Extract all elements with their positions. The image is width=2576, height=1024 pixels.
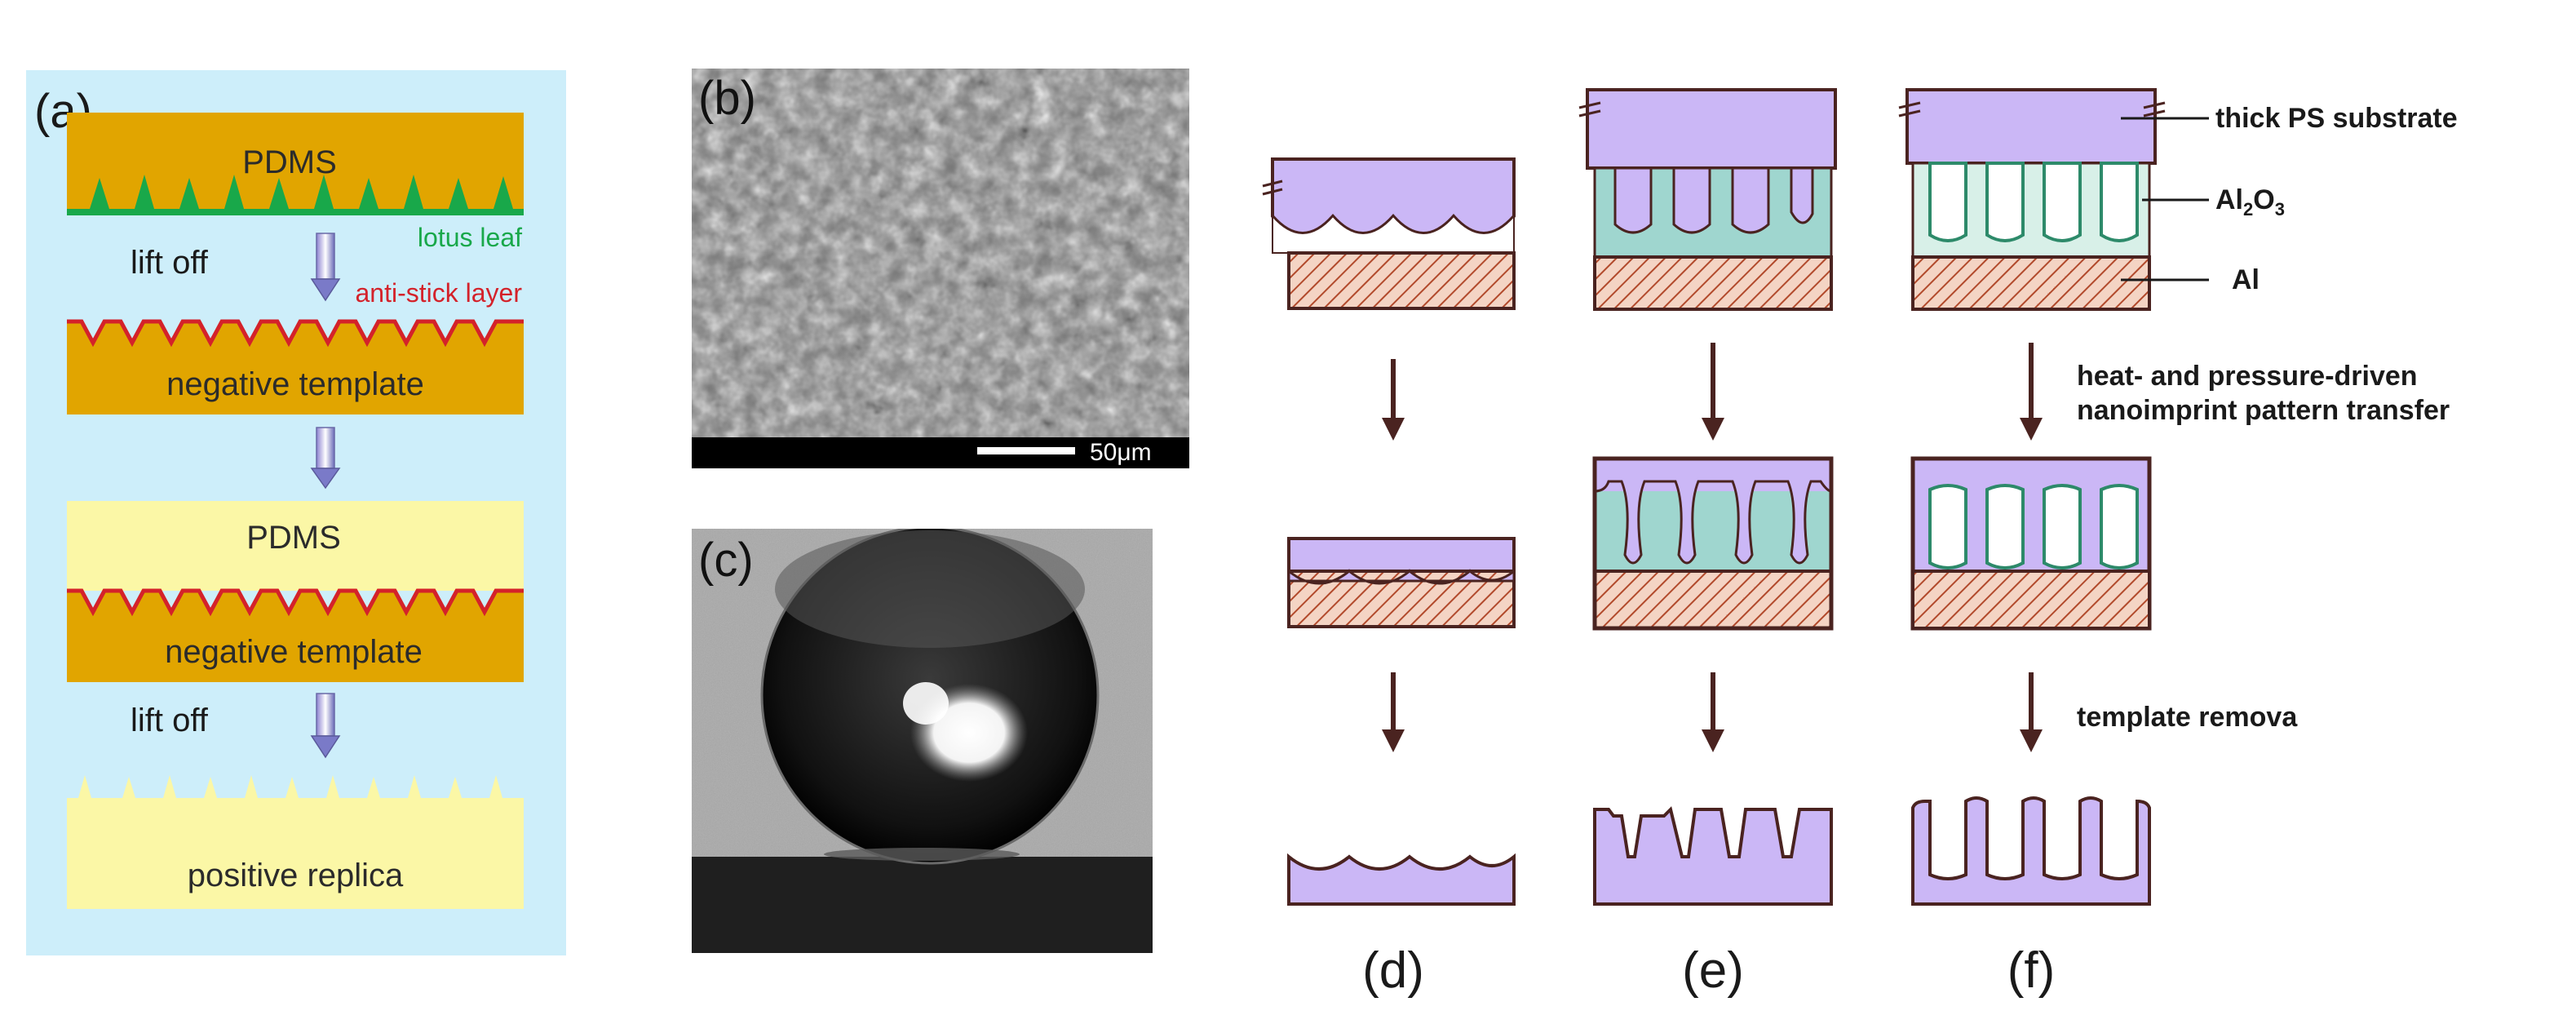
column-f-step-2 <box>1910 456 2152 631</box>
negative-template-label-2: negative template <box>165 634 423 670</box>
column-e-label: (e) <box>1682 942 1744 999</box>
break-mark-f-right <box>2143 101 2166 117</box>
pore-f-2 <box>1985 162 2025 242</box>
pore-f-4 <box>2100 162 2139 242</box>
ps-substrate-e <box>1586 88 1837 170</box>
frame-e-2 <box>1592 456 1834 631</box>
pore-f-1 <box>1928 162 1967 242</box>
pdms-top-label: PDMS <box>242 144 337 180</box>
pore-e-2 <box>1672 166 1711 234</box>
column-e-step-1 <box>1578 88 1837 311</box>
panel-b-label: (b) <box>698 72 756 125</box>
al-block-e-2 <box>1593 570 1833 630</box>
heat-label-line-1: heat- and pressure-driven <box>2077 361 2418 392</box>
column-e-step-2 <box>1592 456 1834 631</box>
panel-a: (a) PDMS lotus leaf lift off anti-stick … <box>26 70 566 955</box>
break-mark-d <box>1262 180 1283 196</box>
alumina-label: Al2O3 <box>2215 184 2285 219</box>
al-block-f-2 <box>1911 570 2151 630</box>
lotus-leaf-label: lotus leaf <box>418 223 522 252</box>
final-replica-f <box>1911 796 2151 906</box>
lotus-leaf-surface <box>67 175 524 215</box>
schematic-d-e-f: thick PS substrate Al2O3 Al heat- and pr… <box>1262 88 2458 999</box>
positive-replica-block <box>67 775 524 909</box>
anti-stick-layer-line-1 <box>67 319 524 348</box>
final-replica-d <box>1287 853 1516 906</box>
down-arrow-1 <box>310 233 341 302</box>
negative-template-block-1 <box>67 321 524 414</box>
pore-e-4 <box>1790 166 1814 224</box>
arrow-e-2 <box>1702 672 1724 752</box>
break-mark-e-left <box>1578 101 1601 117</box>
al-block-e <box>1593 255 1833 311</box>
sem-info-bar <box>692 437 1189 468</box>
substrate-surface <box>692 857 1153 953</box>
panel-c-label: (c) <box>698 534 754 587</box>
lift-off-label-1: lift off <box>131 245 209 281</box>
scale-bar <box>977 447 1075 454</box>
al-block-f <box>1911 255 2151 311</box>
pore-f-3 <box>2043 162 2082 242</box>
pdms-mid-label: PDMS <box>246 520 341 556</box>
panel-c: (c) <box>692 529 1153 953</box>
down-arrow-2 <box>310 427 341 490</box>
negative-template-block-2 <box>67 591 524 682</box>
sem-texture <box>692 69 1189 468</box>
pdms-block-mid <box>67 501 524 591</box>
wall-f-1 <box>1928 484 1967 570</box>
column-d-label: (d) <box>1362 942 1424 999</box>
heat-label-line-2: nanoimprint pattern transfer <box>2077 395 2450 426</box>
panel-b: 50μm (b) <box>692 69 1189 468</box>
positive-replica-label: positive replica <box>188 858 404 893</box>
arrow-d-1 <box>1382 359 1405 441</box>
ps-pillars-e <box>1594 480 1832 565</box>
column-f-label: (f) <box>2007 942 2056 999</box>
removal-label: template remova <box>2077 702 2298 733</box>
scale-bar-label: 50μm <box>1090 439 1152 466</box>
final-replica-e <box>1593 806 1833 906</box>
arrow-d-2 <box>1382 672 1405 752</box>
al-label: Al <box>2232 264 2260 295</box>
pore-e-3 <box>1731 166 1770 234</box>
arrow-f-2 <box>2020 672 2043 752</box>
lift-off-label-2: lift off <box>131 703 209 738</box>
pore-e-1 <box>1613 166 1653 234</box>
column-d-step-1 <box>1262 157 1516 310</box>
al-block-d <box>1287 251 1516 310</box>
break-mark-f-left <box>1898 101 1921 117</box>
anti-stick-layer-line-2 <box>67 588 524 617</box>
ps-substrate-f <box>1905 88 2157 165</box>
down-arrow-3 <box>310 693 341 759</box>
arrow-f-1 <box>2020 343 2043 441</box>
wall-f-3 <box>2043 484 2082 570</box>
column-f-step-1 <box>1898 88 2166 311</box>
ps-fill-d <box>1287 568 1516 585</box>
template-cavities-d <box>1272 214 1515 254</box>
droplet-contact-reflection <box>824 848 1020 861</box>
negative-template-label-1: negative template <box>166 366 424 402</box>
wall-f-4 <box>2100 484 2139 570</box>
substrate-label: thick PS substrate <box>2215 103 2458 134</box>
wall-f-2 <box>1985 484 2025 570</box>
anti-stick-label: anti-stick layer <box>356 278 523 308</box>
arrow-e-1 <box>1702 343 1724 441</box>
droplet-reflection-band <box>775 530 1085 648</box>
droplet-highlight-small <box>903 682 949 725</box>
column-d-step-2 <box>1287 537 1516 628</box>
